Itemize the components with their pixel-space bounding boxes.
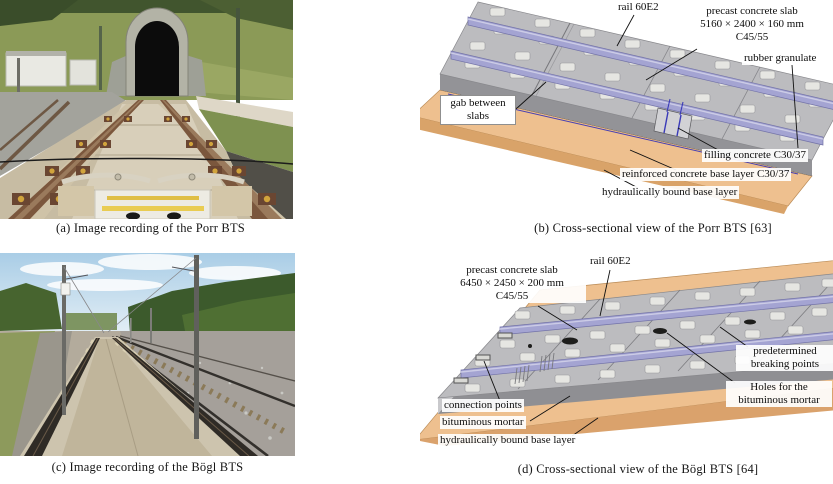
clouds (20, 254, 281, 291)
tunnel-portal (106, 7, 206, 97)
forest-right-light (182, 293, 295, 341)
light-grass-right (190, 60, 293, 100)
label-bituminous-mortar: bituminous mortar (440, 416, 526, 429)
metal-strap (61, 172, 151, 185)
filling-concrete-detail (653, 98, 693, 140)
label-rail-60e2: rail 60E2 (590, 255, 631, 267)
boegl-bts-photo (0, 253, 295, 456)
slab-front-face (438, 363, 833, 414)
second-track-rail (0, 100, 71, 171)
label-reinforced-base: reinforced concrete base layer C30/37 (620, 168, 792, 181)
building (5, 51, 97, 87)
porr-cross-section-diagram: rail 60E2 precast concrete slab 5160 × 2… (420, 0, 833, 215)
ballast-rail (115, 335, 295, 408)
metal-strap (157, 172, 245, 185)
foreground-plate (58, 186, 252, 219)
label-mortar-holes: Holes for the bituminous mortar (726, 381, 832, 407)
far-rail (119, 335, 295, 382)
far-bushes (62, 313, 117, 330)
label-precast-slab: precast concrete slab 6450 × 2450 × 200 … (438, 264, 586, 303)
caption-b: (b) Cross-sectional view of the Porr BTS… (534, 221, 772, 235)
label-breaking-points: predetermined breaking points (736, 345, 833, 371)
catenary-mast (99, 26, 102, 90)
label-filling-concrete: filling concrete C30/37 (702, 149, 809, 162)
pole (17, 58, 20, 92)
cable (0, 157, 293, 165)
label-hydraulic-base: hydraulically bound base layer (600, 186, 740, 199)
ballast-sleepers (113, 336, 289, 436)
yellow-clips (17, 117, 271, 203)
label-precast-slab: precast concrete slab 5160 × 2400 × 160 … (668, 5, 833, 44)
catenary (60, 255, 199, 439)
slab-center (62, 339, 212, 456)
caption-c: (c) Image recording of the Bögl BTS (51, 460, 244, 474)
mortar-holes (528, 319, 756, 348)
retaining-wall (196, 96, 293, 127)
trees-right (200, 0, 293, 30)
porr-bts-photo-art (0, 0, 293, 219)
boegl-bts-photo-art (0, 253, 295, 456)
paved-area (0, 92, 128, 176)
green-strip (199, 109, 293, 172)
label-rail-60e2: rail 60E2 (618, 1, 659, 13)
caption-a: (a) Image recording of the Porr BTS (56, 221, 245, 235)
second-track-rail (0, 99, 59, 151)
leader-lines (483, 269, 749, 437)
caption-d: (d) Cross-sectional view of the Bögl BTS… (517, 462, 759, 476)
label-gap-between-slabs: gab between slabs (440, 95, 516, 125)
rail-60e2-shapes (450, 16, 833, 146)
shoulder-left (12, 331, 72, 456)
boegl-cross-section-diagram: precast concrete slab 6450 × 2450 × 200 … (420, 250, 833, 484)
label-connection-points: connection points (442, 399, 524, 412)
catenary-mast (236, 8, 240, 143)
trees-left (0, 0, 78, 26)
label-rubber-granulate: rubber granulate (742, 52, 819, 65)
rail-60e2-shapes (460, 294, 833, 379)
porr-bts-photo (0, 0, 293, 219)
slab-gap-seam (531, 22, 571, 96)
hatch-patches (514, 352, 555, 385)
connection-plates (453, 332, 513, 384)
trees-left (0, 283, 62, 331)
label-hydraulic-base: hydraulically bound base layer (438, 434, 578, 447)
